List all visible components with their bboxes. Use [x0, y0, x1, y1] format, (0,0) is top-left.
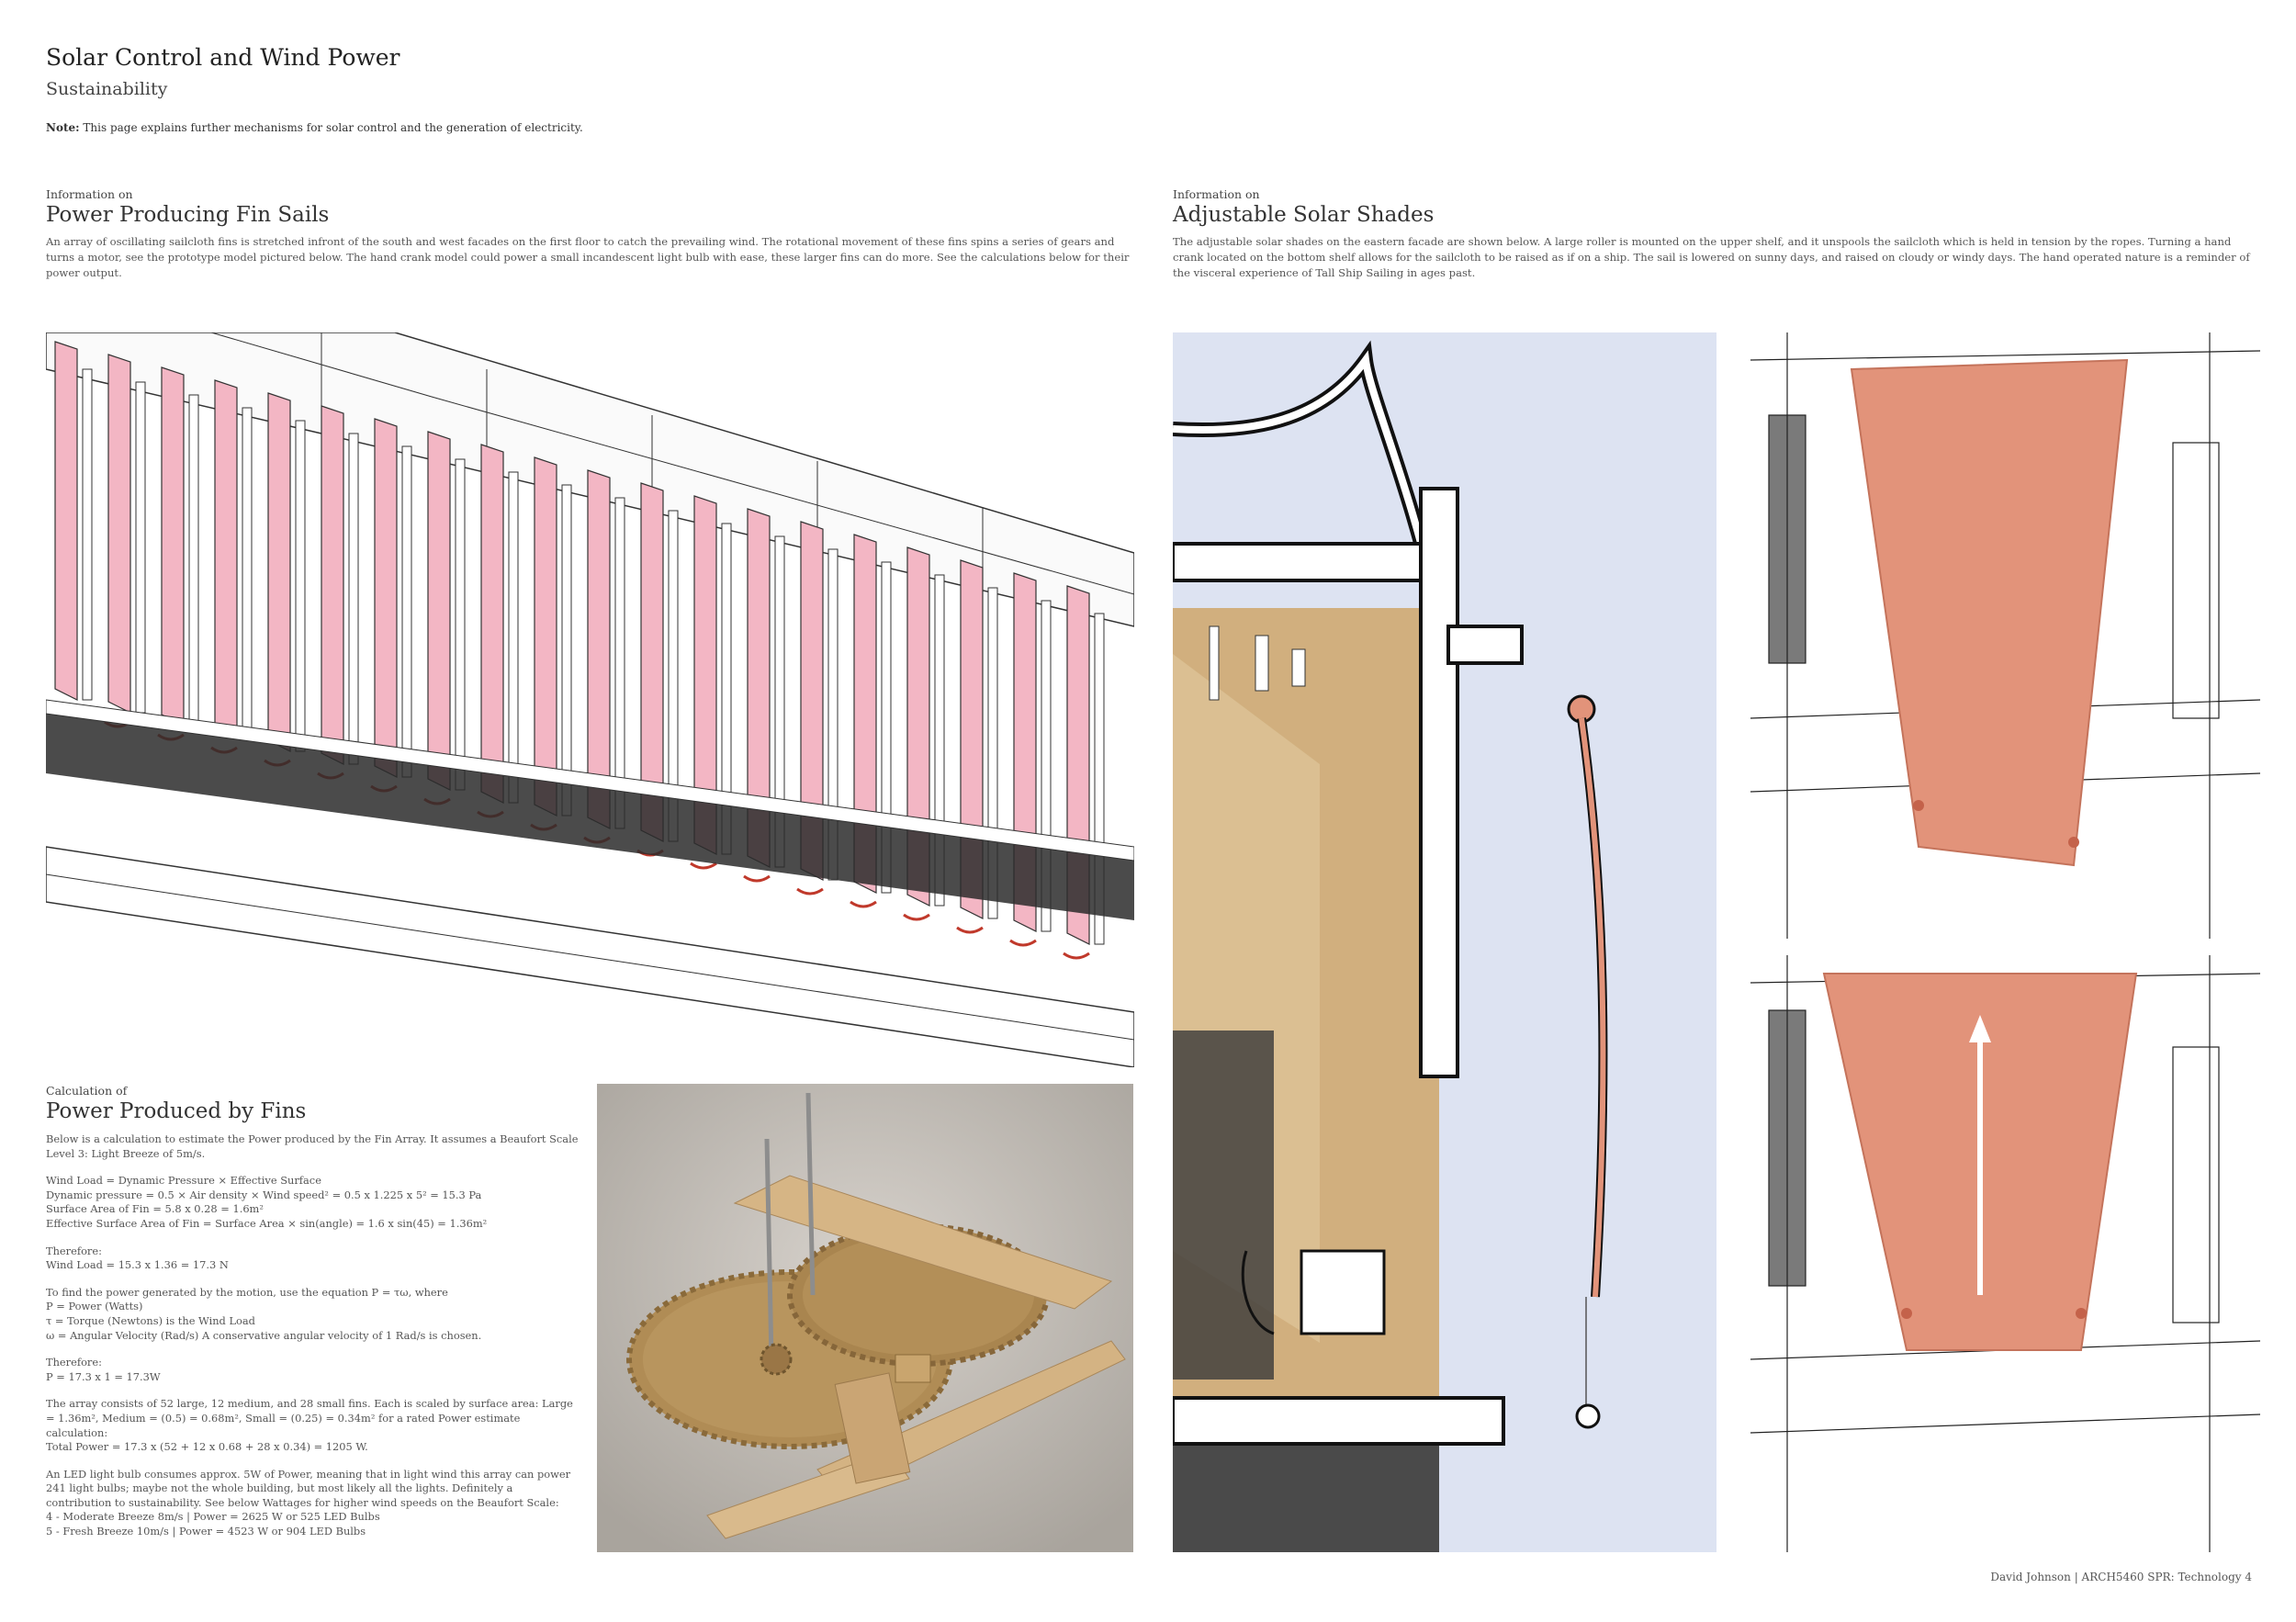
fin-sail [264, 392, 306, 767]
solar-shades-kicker: Information on [1173, 187, 1260, 201]
calc-gap [46, 1273, 579, 1286]
calc-line: τ = Torque (Newtons) is the Wind Load [46, 1313, 255, 1327]
calc-line: Total Power = 17.3 x (52 + 12 x 0.68 + 2… [46, 1440, 368, 1454]
calc-line: P = Power (Watts) [46, 1300, 143, 1313]
fin-sail [903, 546, 945, 921]
fin-sails-section: Information on Power Producing Fin Sails… [46, 187, 1130, 281]
calc-gap [46, 1384, 579, 1397]
calc-line: 4 - Moderate Breeze 8m/s | Power = 2625 … [46, 1510, 380, 1524]
note-text: This page explains further mechanisms fo… [83, 121, 583, 134]
fin-sail [850, 534, 892, 908]
calc-gap [46, 1161, 579, 1174]
page-footer: David Johnson | ARCH5460 SPR: Technology… [1990, 1571, 2252, 1583]
calc-line: ω = Angular Velocity (Rad/s) A conservat… [46, 1328, 482, 1342]
fin-sail [796, 521, 838, 895]
calc-line: Effective Surface Area of Fin = Surface … [46, 1216, 488, 1230]
fin-sail [317, 405, 359, 780]
note-label: Note: [46, 121, 80, 134]
calculation-kicker: Calculation of [46, 1084, 128, 1098]
calc-line: To find the power generated by the motio… [46, 1285, 448, 1299]
calc-line: Dynamic pressure = 0.5 × Air density × W… [46, 1188, 482, 1201]
calc-line: An LED light bulb consumes approx. 5W of… [46, 1467, 571, 1509]
calc-line: Wind Load = Dynamic Pressure × Effective… [46, 1174, 321, 1188]
solar-shades-section: Information on Adjustable Solar Shades T… [1173, 187, 2257, 281]
gear-prototype-photo [597, 1084, 1133, 1552]
fin-sails-body: An array of oscillating sailcloth fins i… [46, 235, 1130, 279]
page-subtitle: Sustainability [46, 79, 168, 99]
solar-shades-body: The adjustable solar shades on the easte… [1173, 235, 2250, 279]
fin-sail [423, 431, 466, 805]
calc-gap [46, 1343, 579, 1356]
fin-sails-kicker: Information on [46, 187, 133, 201]
calc-line: Surface Area of Fin = 5.8 x 0.28 = 1.6m² [46, 1202, 264, 1216]
page-title: Solar Control and Wind Power [46, 44, 400, 71]
calc-line: P = 17.3 x 1 = 17.3W [46, 1369, 161, 1383]
calc-line: Therefore: [46, 1356, 102, 1369]
calc-line: 5 - Fresh Breeze 10m/s | Power = 4523 W … [46, 1525, 366, 1538]
calculation-section: Calculation of Power Produced by Fins Be… [46, 1084, 579, 1539]
fin-sail [583, 469, 625, 844]
shade-lowered-perspective [1750, 332, 2260, 939]
fin-sail [157, 366, 199, 741]
solar-shades-heading: Adjustable Solar Shades [1173, 203, 1435, 227]
fin-sails-axonometric-image [46, 332, 1134, 1067]
calculation-heading: Power Produced by Fins [46, 1099, 307, 1123]
fin-sail [210, 379, 253, 754]
calc-line: Wind Load = 15.3 x 1.36 = 17.3 N [46, 1258, 229, 1272]
page-note: Note: This page explains further mechani… [46, 121, 583, 134]
shade-raised-perspective [1750, 955, 2260, 1552]
calc-line: The array consists of 52 large, 12 mediu… [46, 1397, 573, 1439]
calc-line: Below is a calculation to estimate the P… [46, 1132, 579, 1160]
calculation-lines: Below is a calculation to estimate the P… [46, 1132, 579, 1539]
calc-gap [46, 1455, 579, 1468]
calc-gap [46, 1232, 579, 1245]
fin-sail [743, 508, 785, 883]
solar-shade-section-drawing [1173, 332, 1716, 1552]
fin-sail [370, 418, 412, 793]
calc-line: Therefore: [46, 1244, 102, 1257]
fin-sail [104, 354, 146, 728]
fin-sails-heading: Power Producing Fin Sails [46, 203, 330, 227]
fin-sail [51, 341, 93, 715]
